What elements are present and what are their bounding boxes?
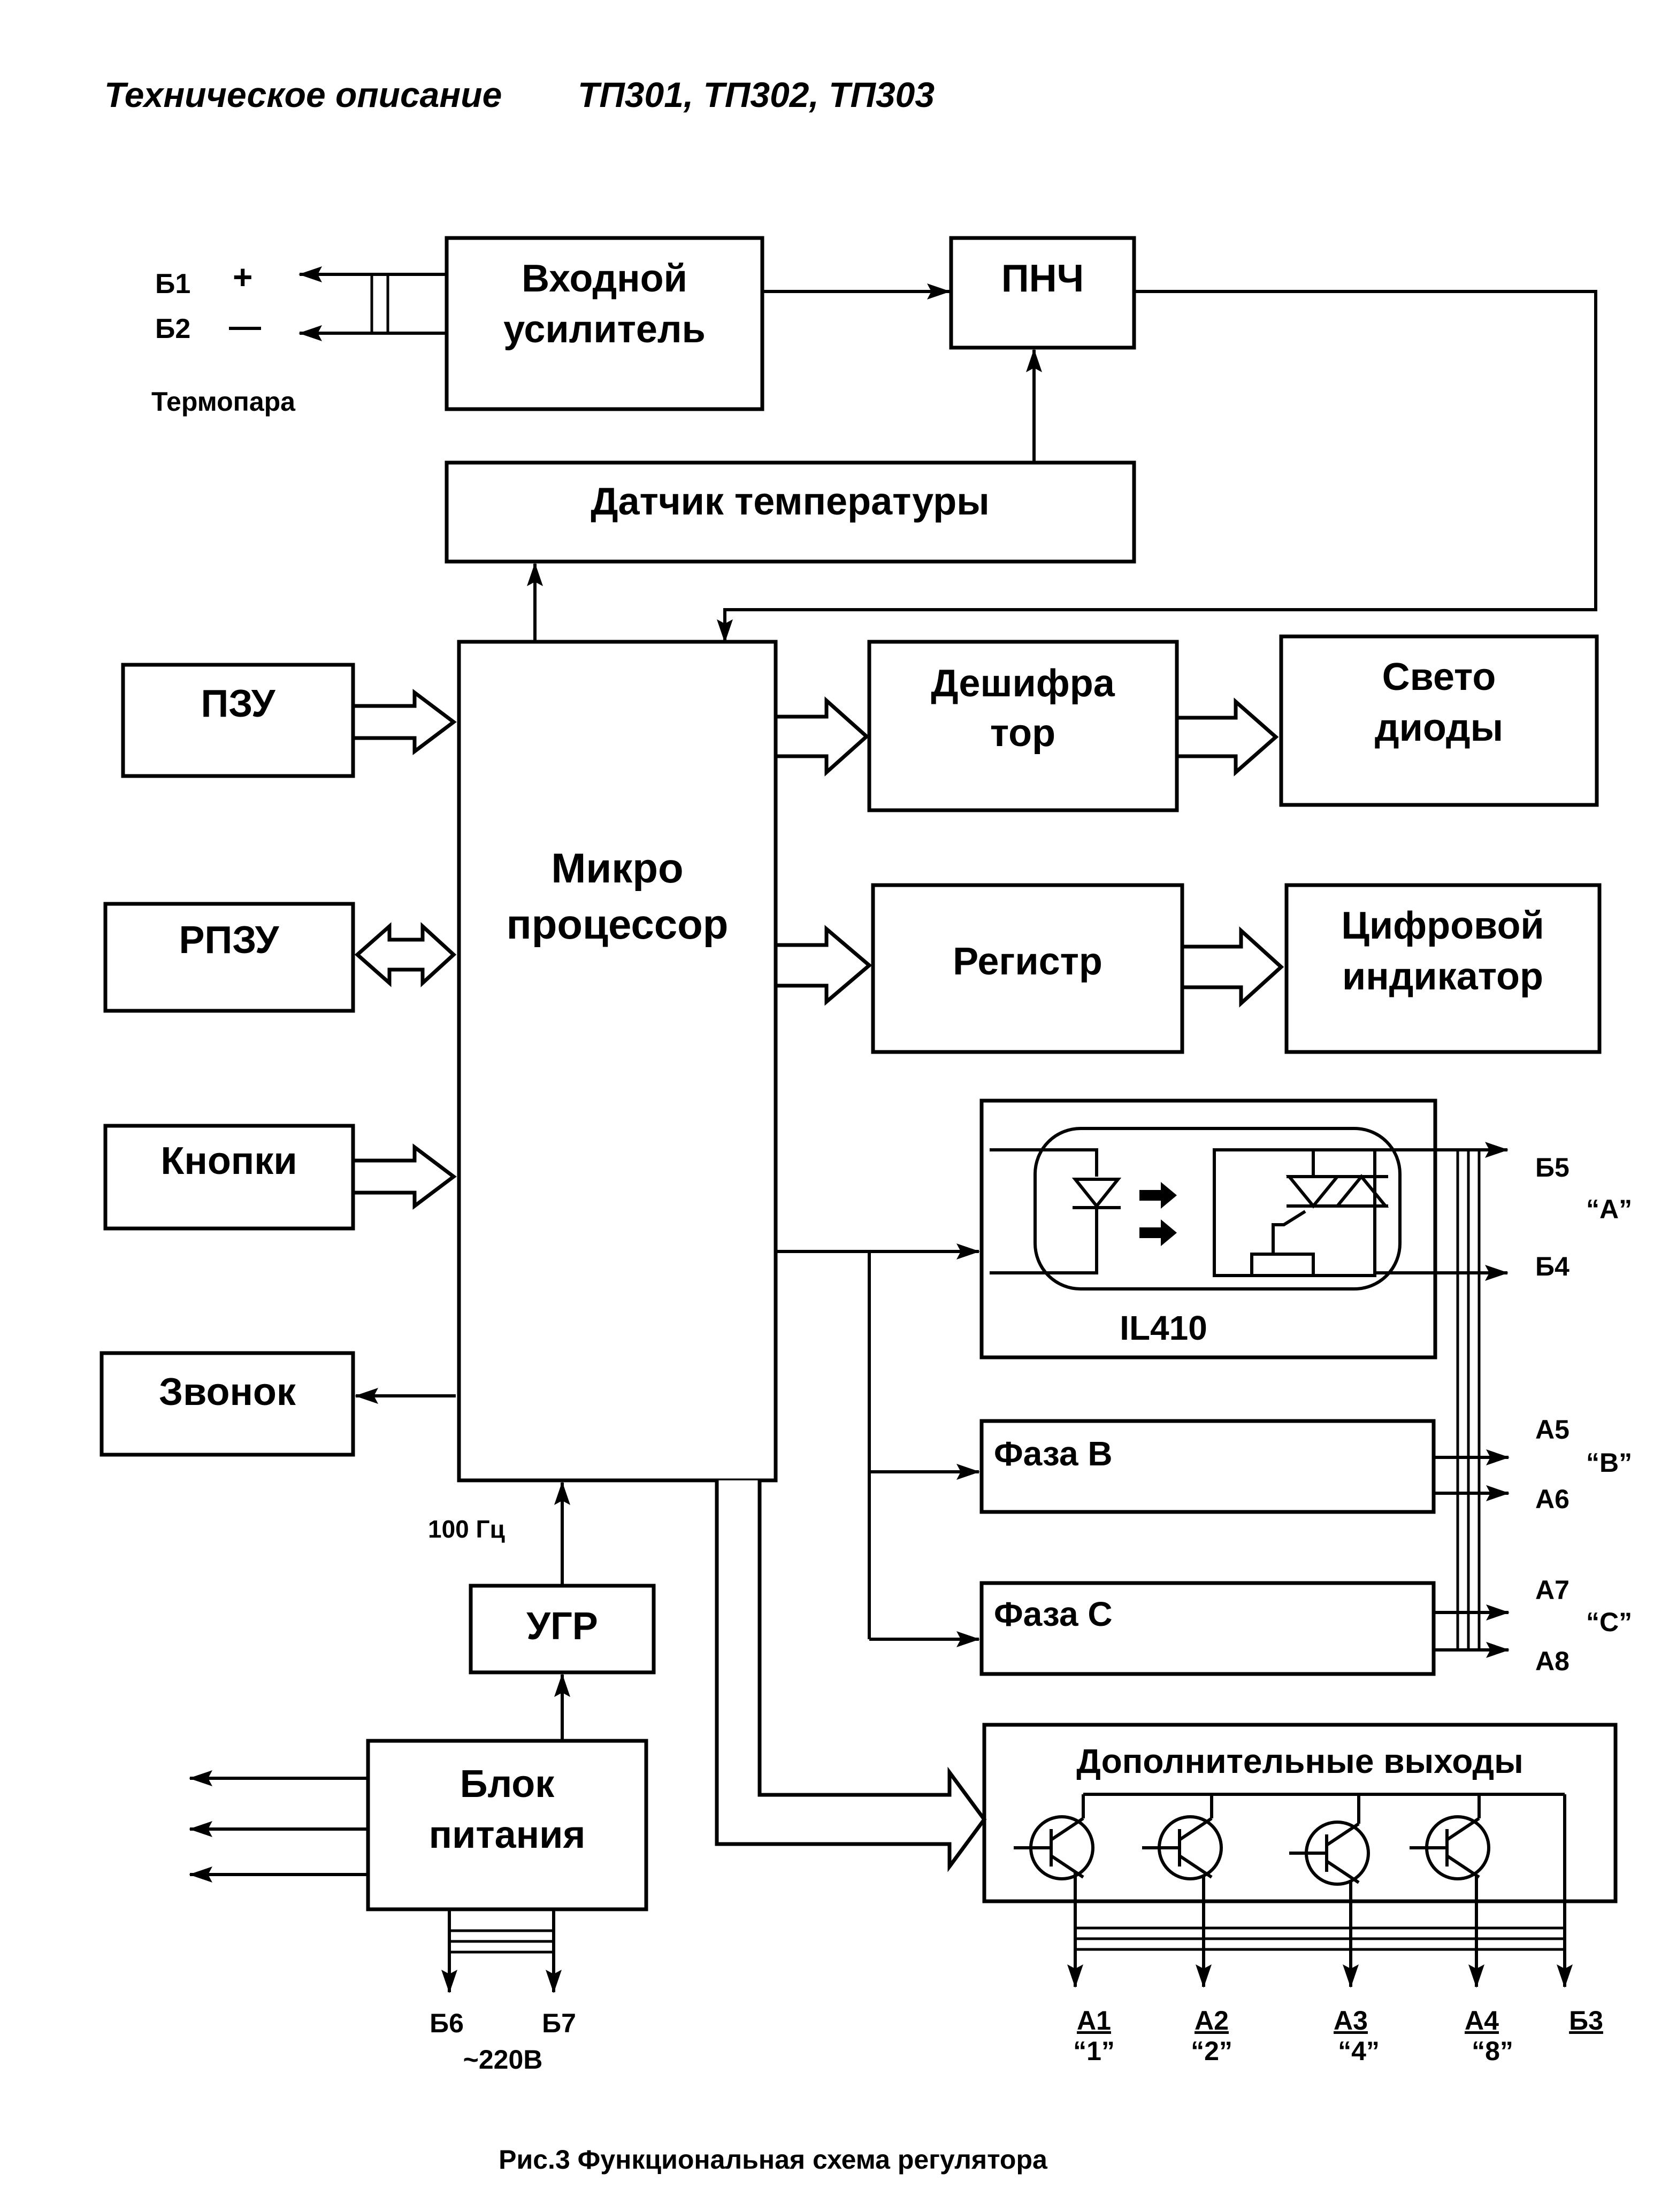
rom-label: ПЗУ [201, 682, 276, 725]
triac-gate-wire [1272, 1210, 1306, 1254]
header-models: ТП301, ТП302, ТП303 [578, 75, 935, 114]
pnch-label: ПНЧ [1001, 257, 1084, 300]
cpu-to-decoder-bus-arrow [774, 696, 870, 777]
temperature-sensor-block [445, 460, 1136, 564]
terminal-plus: + [233, 258, 252, 296]
thermocouple-label: Термопара [151, 387, 296, 417]
input-amplifier-label-2: усилитель [503, 308, 706, 351]
register-label: Регистр [953, 940, 1103, 983]
terminal-b5: Б5 [1535, 1153, 1570, 1182]
terminal-a7: А7 [1535, 1575, 1570, 1605]
header-doc-type: Техническое описание [104, 75, 502, 114]
resistor-icon [1250, 1253, 1315, 1277]
terminal-a2-mark: “2” [1191, 2036, 1232, 2066]
register-to-indicator-bus-arrow [1180, 926, 1284, 1008]
bell-label: Звонок [159, 1371, 296, 1414]
transistor-icon [1142, 1794, 1223, 1880]
terminal-a1: А1 [1077, 2006, 1111, 2036]
power-supply-label-2: питания [429, 1814, 586, 1856]
buttons-label: Кнопки [160, 1140, 297, 1182]
power-supply-block [366, 1739, 648, 1911]
optocoupler-label: IL410 [1120, 1309, 1207, 1347]
bell-block [99, 1351, 355, 1457]
phase-b-mark: “В” [1586, 1448, 1632, 1478]
pnch-to-cpu-line [717, 290, 1597, 643]
decoder-label-1: Дешифра [931, 662, 1115, 705]
extra-outputs-label: Дополнительные выходы [1076, 1742, 1523, 1780]
eeprom-cpu-bidirectional-bus [354, 922, 457, 987]
transistor-icon [1410, 1794, 1490, 1880]
terminal-b7: Б7 [542, 2008, 576, 2038]
transistor-icon [1289, 1794, 1370, 1886]
eeprom-label: РПЗУ [179, 919, 280, 962]
microprocessor-label-1: Микро [551, 844, 683, 892]
phase-a-mark: “А” [1586, 1194, 1632, 1224]
terminal-a6: А6 [1535, 1484, 1570, 1514]
decoder-to-leds-bus-arrow [1175, 697, 1279, 777]
ugr-label: УГР [526, 1605, 598, 1648]
terminal-a5: А5 [1535, 1415, 1570, 1445]
phase-c-mark: “С” [1586, 1607, 1632, 1637]
rom-to-cpu-bus-arrow [351, 688, 457, 756]
terminal-b3: Б3 [1569, 2006, 1603, 2036]
light-arrow-icon [1139, 1182, 1177, 1209]
terminal-minus: — [229, 308, 261, 344]
terminal-b1: Б1 [155, 268, 190, 299]
optocoupler-package [1033, 1127, 1402, 1291]
terminal-a1-mark: “1” [1073, 2036, 1115, 2066]
input-amplifier-label-1: Входной [522, 257, 687, 300]
terminal-a2: А2 [1195, 2006, 1229, 2036]
phase-b-label: Фаза В [994, 1434, 1113, 1473]
phase-b-block [979, 1419, 1436, 1514]
led-cathode-wire [990, 1206, 1098, 1274]
leds-block [1279, 634, 1599, 807]
terminal-a3: А3 [1334, 2006, 1368, 2036]
eeprom-block [103, 902, 355, 1013]
terminal-b2: Б2 [155, 313, 190, 344]
triac-icon [1285, 1175, 1341, 1209]
digital-indicator-label-2: индикатор [1342, 955, 1543, 998]
terminal-a8: А8 [1535, 1646, 1570, 1676]
transistor-icon [1014, 1794, 1094, 1883]
figure-caption: Рис.3 Функциональная схема регулятора [499, 2145, 1048, 2175]
mains-voltage-label: ~220В [463, 2045, 543, 2075]
led-diode-icon [1071, 1178, 1122, 1209]
terminal-a4: А4 [1465, 2006, 1499, 2036]
phase-c-block [979, 1581, 1436, 1676]
buttons-to-cpu-bus-arrow [351, 1143, 457, 1210]
microprocessor-label-2: процессор [507, 901, 729, 948]
light-arrow-icon [1139, 1219, 1177, 1246]
terminal-a4-mark: “8” [1472, 2036, 1513, 2066]
temperature-sensor-label: Датчик температуры [591, 480, 990, 523]
leds-label-2: диоды [1375, 706, 1503, 749]
extra-outputs-block [982, 1723, 1618, 1903]
terminal-b4: Б4 [1535, 1251, 1570, 1281]
phase-c-label: Фаза С [994, 1595, 1113, 1633]
microprocessor-block [457, 640, 778, 1483]
cpu-to-extra-outputs-bus-arrow [715, 1480, 987, 1872]
input-amplifier-block [445, 236, 764, 411]
terminal-a3-mark: “4” [1338, 2036, 1380, 2066]
power-supply-label-1: Блок [460, 1763, 555, 1806]
terminal-b6: Б6 [430, 2008, 464, 2038]
cpu-to-register-bus-arrow [774, 925, 872, 1006]
triac-section [1213, 1148, 1376, 1277]
digital-indicator-block [1284, 883, 1602, 1054]
triac-reverse-icon [1334, 1174, 1389, 1208]
decoder-label-2: тор [990, 712, 1055, 755]
frequency-label: 100 Гц [428, 1515, 505, 1543]
leds-label-1: Свето [1382, 656, 1496, 698]
optocoupler-block [979, 1099, 1437, 1360]
digital-indicator-label-1: Цифровой [1341, 904, 1544, 947]
led-anode-wire [990, 1148, 1098, 1177]
